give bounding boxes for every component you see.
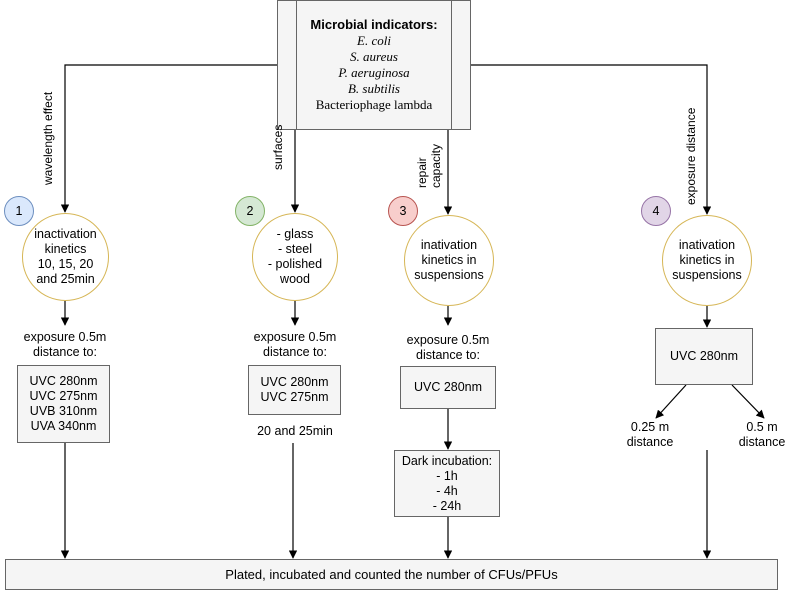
branch-1-badge: 1 xyxy=(4,196,34,226)
organism-paeruginosa: P. aeruginosa xyxy=(338,65,410,80)
branch-2-exposure-label: exposure 0.5m distance to: xyxy=(253,330,337,359)
branch-2-badge: 2 xyxy=(235,196,265,226)
arrow-4-left xyxy=(655,384,687,419)
branch-4-wavelength-box: UVC 280nm xyxy=(655,328,753,385)
branch-4-circle: inativation kinetics in suspensions xyxy=(662,215,752,306)
plated-counted-box: Plated, incubated and counted the number… xyxy=(5,559,778,590)
branch-4-badge: 4 xyxy=(641,196,671,226)
branch-1-wavelength-box: UVC 280nm UVC 275nm UVB 310nm UVA 340nm xyxy=(17,365,110,443)
branch-2-circle: - glass - steel - polished wood xyxy=(252,213,338,301)
branch-3-exposure-label: exposure 0.5m distance to: xyxy=(406,333,490,362)
branch-3-badge: 3 xyxy=(388,196,418,226)
arrow-4-right xyxy=(731,384,765,419)
organism-saureus: S. aureus xyxy=(350,49,398,64)
label-wavelength-effect: wavelength effect xyxy=(41,91,55,185)
branch-1-exposure-label: exposure 0.5m distance to: xyxy=(23,330,107,359)
branch-4-distance-05: 0.5 m distance xyxy=(738,420,786,449)
indicators-title: Microbial indicators: xyxy=(310,17,438,32)
branch-3-circle: inativation kinetics in suspensions xyxy=(404,215,494,306)
branch-4-distance-025: 0.25 m distance xyxy=(626,420,674,449)
label-repair-capacity: repair capacity xyxy=(415,143,443,188)
organism-ecoli: E. coli xyxy=(357,33,391,48)
organism-bsubtilis: B. subtilis xyxy=(347,81,400,96)
branch-2-wavelength-box: UVC 280nm UVC 275nm xyxy=(248,365,341,415)
branch-2-time-label: 20 and 25min xyxy=(257,424,333,438)
branch-3-wavelength-box: UVC 280nm xyxy=(400,366,496,409)
arrow-to-branch-4 xyxy=(471,64,712,215)
branch-3-incubation-box: Dark incubation: - 1h - 4h - 24h xyxy=(394,450,500,517)
arrow-to-branch-1 xyxy=(60,64,277,213)
label-surfaces: surfaces xyxy=(271,124,285,170)
organism-phage: Bacteriophage lambda xyxy=(315,97,433,112)
microbial-indicators-box: Microbial indicators: E. coli S. aureus … xyxy=(277,0,471,130)
label-exposure-distance: exposure distance xyxy=(684,107,698,205)
branch-1-circle: inactivation kinetics 10, 15, 20 and 25m… xyxy=(22,213,109,301)
